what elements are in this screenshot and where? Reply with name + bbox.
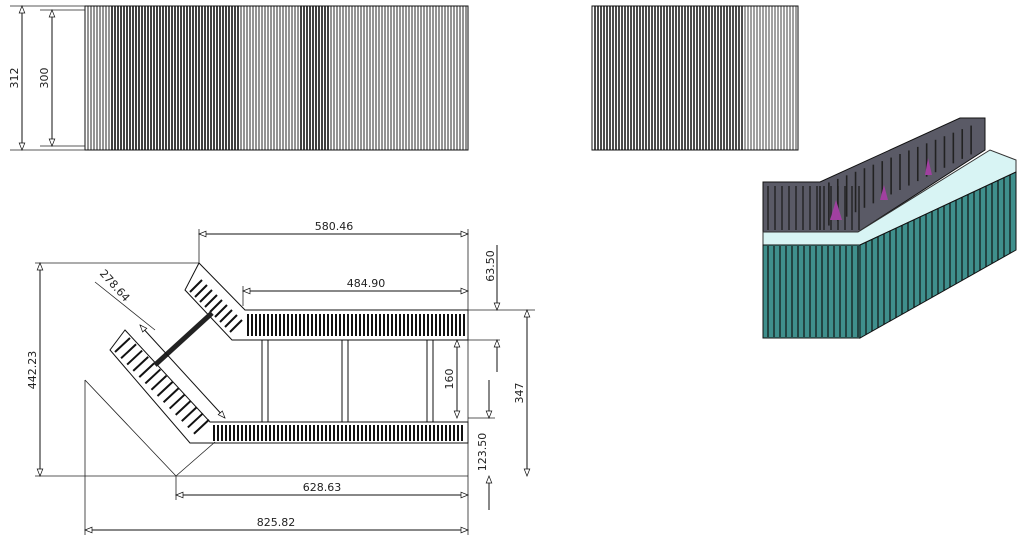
- dimension-63-50: 63.50: [484, 250, 497, 282]
- dimension-347: 347: [513, 383, 526, 404]
- side-panel-ribs: [594, 6, 797, 150]
- rib-line: [194, 284, 208, 298]
- rib-line: [214, 304, 228, 318]
- rib-line: [224, 314, 238, 328]
- dimension-312: 312: [8, 68, 21, 89]
- dimension-300: 300: [38, 68, 51, 89]
- rib-line: [209, 299, 223, 313]
- dimension-484-90: 484.90: [347, 277, 386, 290]
- rib-line: [132, 356, 149, 372]
- rib-line: [219, 309, 233, 323]
- rib-line: [114, 337, 131, 353]
- dimension-278-64: 278.64: [97, 267, 132, 304]
- side-elevation-view: [591, 5, 799, 151]
- rib-line: [199, 289, 213, 303]
- rib-line: [120, 343, 137, 360]
- dimension-628-63: 628.63: [303, 481, 342, 494]
- rib-line: [175, 400, 192, 416]
- elevation-panel-ribs: [87, 6, 467, 150]
- dimension-123-50: 123.50: [476, 433, 489, 472]
- rib-line: [189, 279, 203, 293]
- rib-line: [126, 349, 143, 366]
- rib-line: [168, 393, 186, 410]
- rib-line: [150, 374, 168, 391]
- rib-line: [193, 418, 210, 435]
- front-elevation-view: 312 300: [8, 5, 469, 151]
- dimension-580-46: 580.46: [315, 220, 354, 233]
- dimension-160: 160: [443, 369, 456, 390]
- dimension-line-278-64: [139, 324, 226, 419]
- rib-line: [138, 362, 155, 378]
- rib-line: [204, 294, 218, 308]
- rib-line: [229, 319, 243, 333]
- isometric-3d-view: [762, 117, 1017, 339]
- rib-line: [156, 381, 174, 397]
- rib-line: [144, 368, 162, 385]
- rib-line: [162, 387, 180, 404]
- dimension-825-82: 825.82: [257, 516, 296, 529]
- rib-line: [181, 406, 198, 422]
- rib-line: [187, 412, 204, 429]
- dimension-442-23: 442.23: [26, 351, 39, 390]
- plan-view: 580.46 484.90 442.23 278.64 63.50 347 16…: [26, 220, 535, 535]
